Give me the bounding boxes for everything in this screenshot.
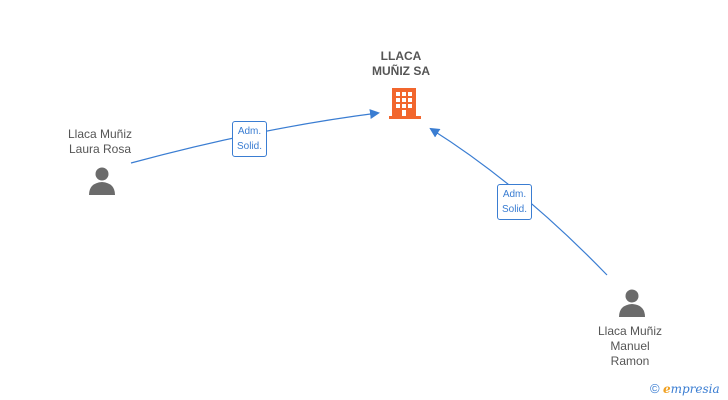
person-icon[interactable]: [617, 288, 647, 318]
person-name-line3: Ramon: [610, 354, 650, 368]
company-name-line1: LLACA: [380, 49, 422, 63]
company-name[interactable]: LLACA MUÑIZ SA: [346, 49, 456, 79]
role-line1: Adm.: [237, 126, 262, 137]
person-name-line2: Laura Rosa: [68, 142, 132, 156]
person-icon[interactable]: [87, 166, 117, 196]
watermark: © empresia: [650, 381, 720, 396]
role-badge-manuel[interactable]: Adm. Solid.: [497, 184, 533, 220]
role-line1: Adm.: [502, 189, 527, 200]
building-icon[interactable]: [389, 86, 421, 120]
person-name-line1: Llaca Muñiz: [67, 127, 133, 141]
person-label-manuel[interactable]: Llaca Muñiz Manuel Ramon: [578, 324, 682, 369]
role-line2: Solid.: [502, 204, 528, 215]
role-badge-laura[interactable]: Adm. Solid.: [232, 121, 268, 157]
brand-logo: empresia: [662, 382, 720, 396]
person-name-line1: Llaca Muñiz: [597, 324, 663, 338]
person-name-line2: Manuel: [610, 339, 650, 353]
role-line2: Solid.: [237, 141, 263, 152]
copyright-icon: ©: [650, 381, 660, 396]
person-label-laura[interactable]: Llaca Muñiz Laura Rosa: [48, 127, 152, 157]
company-name-line2: MUÑIZ SA: [372, 64, 430, 78]
